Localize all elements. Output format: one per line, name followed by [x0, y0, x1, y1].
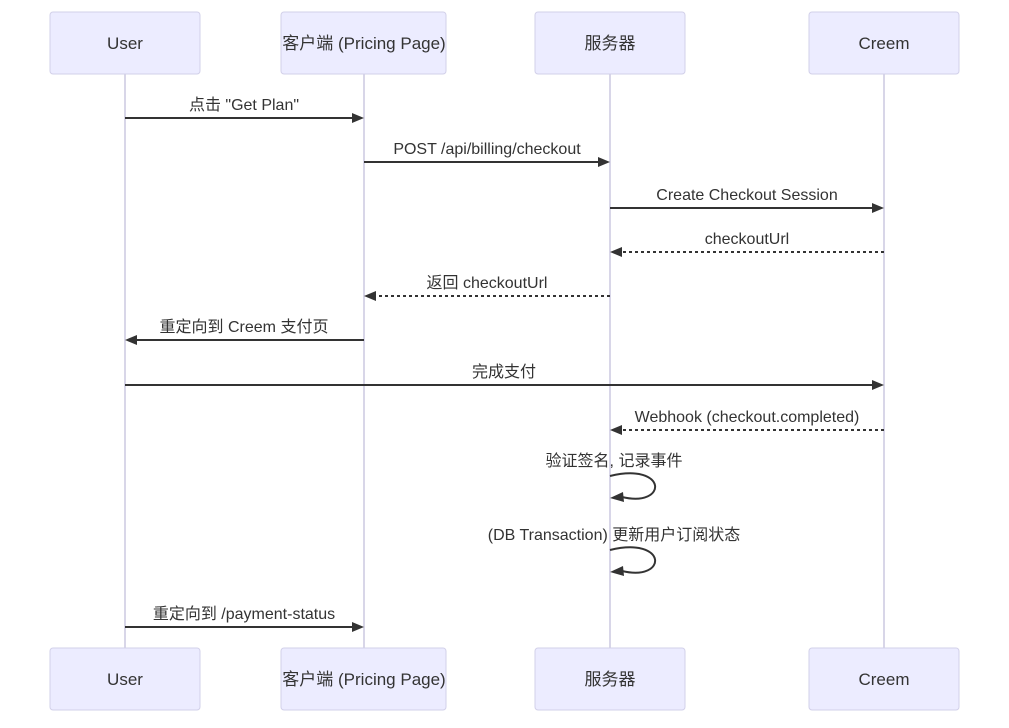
actor-top-user: User [49, 11, 201, 75]
arrowhead-left-icon [125, 335, 137, 345]
actor-label-client-top: 客户端 (Pricing Page) [282, 34, 445, 53]
actor-label-client-bottom: 客户端 (Pricing Page) [282, 670, 445, 689]
actor-bottom-server: 服务器 [534, 647, 686, 711]
message-webhook-completed: Webhook (checkout.completed) [610, 409, 884, 435]
self-loop-curve [609, 546, 657, 574]
arrowhead-left-icon [364, 291, 376, 301]
message-label: 返回 checkoutUrl [427, 274, 548, 292]
arrowhead-left-icon [610, 566, 624, 576]
message-label: 点击 "Get Plan" [189, 96, 299, 114]
message-label: 验证签名, 记录事件 [546, 452, 683, 470]
message-label: Create Checkout Session [656, 187, 837, 204]
arrowhead-right-icon [872, 203, 884, 213]
message-create-checkout-session: Create Checkout Session [610, 187, 884, 213]
message-click-get-plan: 点击 "Get Plan" [125, 96, 364, 123]
actor-label-creem-bottom: Creem [858, 670, 909, 689]
actor-box-creem-top [808, 11, 960, 75]
message-checkouturl: checkoutUrl [610, 231, 884, 257]
arrowhead-right-icon [352, 622, 364, 632]
actor-bottom-creem: Creem [808, 647, 960, 711]
message-return-checkouturl: 返回 checkoutUrl [364, 274, 610, 301]
message-verify-signature: 验证签名, 记录事件 [546, 452, 683, 502]
message-complete-payment: 完成支付 [125, 363, 884, 390]
actor-label-server-top: 服务器 [585, 34, 636, 53]
message-label: 完成支付 [472, 363, 536, 381]
message-label: POST /api/billing/checkout [393, 141, 581, 158]
message-label: 重定向到 Creem 支付页 [160, 318, 329, 336]
actor-top-creem: Creem [808, 11, 960, 75]
actor-bottom-client: 客户端 (Pricing Page) [280, 647, 447, 711]
arrowhead-left-icon [610, 247, 622, 257]
actor-label-server-bottom: 服务器 [585, 670, 636, 689]
actor-box-client-top [280, 11, 447, 75]
actor-box-server-top [534, 11, 686, 75]
message-db-transaction-update: (DB Transaction) 更新用户订阅状态 [488, 526, 741, 576]
message-label: checkoutUrl [705, 231, 789, 248]
actor-bottom-user: User [49, 647, 201, 711]
arrowhead-right-icon [352, 113, 364, 123]
arrowhead-right-icon [598, 157, 610, 167]
actor-box-client-bottom [280, 647, 447, 711]
actor-label-user-bottom: User [107, 670, 143, 689]
message-label: 重定向到 /payment-status [153, 605, 335, 623]
actor-box-user-bottom [49, 647, 201, 711]
actor-top-client: 客户端 (Pricing Page) [280, 11, 447, 75]
arrowhead-left-icon [610, 492, 624, 502]
message-redirect-creem-pay: 重定向到 Creem 支付页 [125, 318, 364, 345]
message-label: Webhook (checkout.completed) [635, 409, 860, 426]
message-redirect-payment-status: 重定向到 /payment-status [125, 605, 364, 632]
actor-label-creem-top: Creem [858, 34, 909, 53]
actor-top-server: 服务器 [534, 11, 686, 75]
actor-box-user-top [49, 11, 201, 75]
actor-label-user-top: User [107, 34, 143, 53]
message-label: (DB Transaction) 更新用户订阅状态 [488, 526, 741, 544]
arrowhead-right-icon [872, 380, 884, 390]
actor-box-creem-bottom [808, 647, 960, 711]
self-loop-curve [609, 472, 657, 500]
arrowhead-left-icon [610, 425, 622, 435]
actor-box-server-bottom [534, 647, 686, 711]
message-post-checkout: POST /api/billing/checkout [364, 141, 610, 167]
